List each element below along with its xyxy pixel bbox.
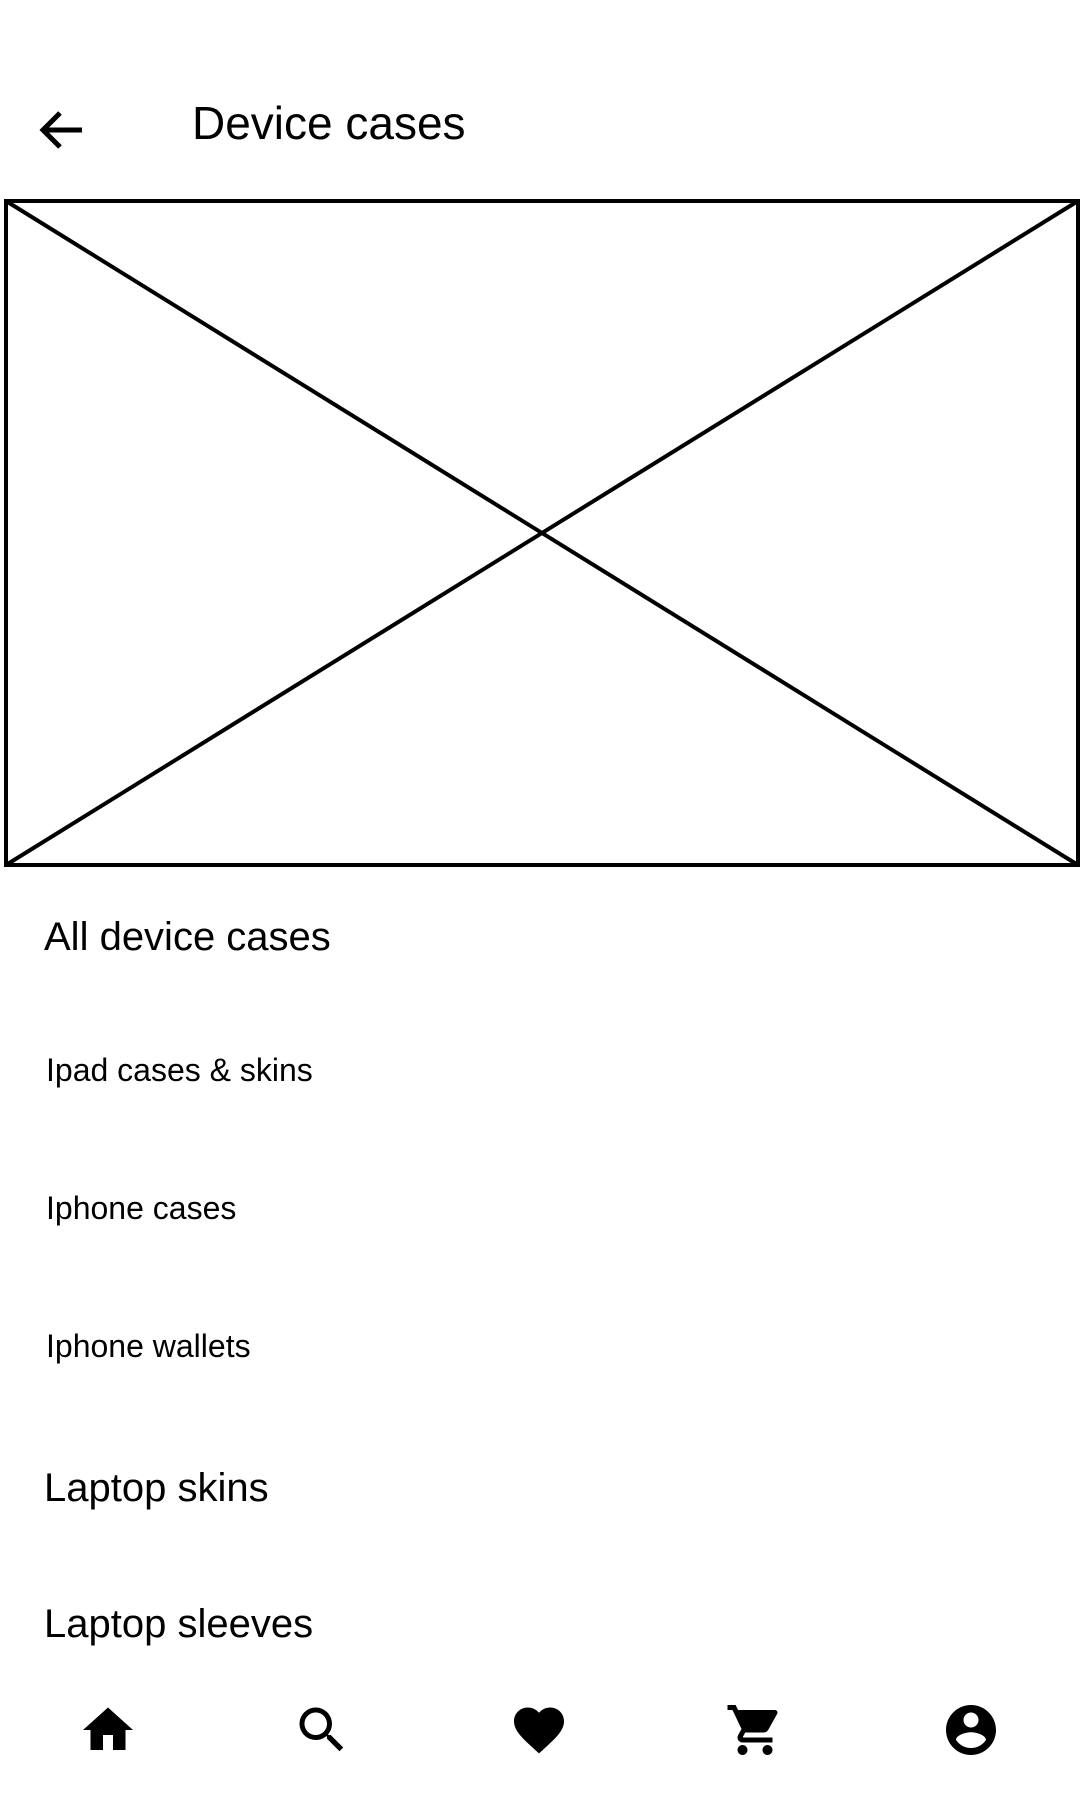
nav-search[interactable]: [272, 1680, 372, 1780]
list-item-ipad-cases-skins[interactable]: Ipad cases & skins: [0, 1045, 1080, 1135]
list-item-label: Ipad cases & skins: [46, 1052, 313, 1088]
account-icon: [946, 1705, 996, 1755]
home-icon: [83, 1707, 133, 1750]
page-title: Device cases: [192, 97, 466, 149]
list-item-label: All device cases: [44, 915, 331, 959]
hero-image-placeholder: [4, 199, 1080, 867]
list-item-iphone-cases[interactable]: Iphone cases: [0, 1183, 1080, 1273]
cart-icon: [727, 1705, 778, 1755]
bottom-navigation: [0, 1680, 1080, 1780]
nav-account[interactable]: [921, 1680, 1021, 1780]
back-button[interactable]: [32, 100, 112, 160]
list-item-laptop-sleeves[interactable]: Laptop sleeves: [0, 1596, 1080, 1686]
nav-favorites[interactable]: [489, 1680, 589, 1780]
list-item-label: Laptop sleeves: [44, 1602, 314, 1646]
list-item-label: Iphone wallets: [46, 1328, 251, 1364]
heart-icon: [514, 1707, 564, 1754]
search-icon: [299, 1707, 344, 1752]
list-item-laptop-skins[interactable]: Laptop skins: [0, 1460, 1080, 1550]
list-item-all-device-cases[interactable]: All device cases: [0, 905, 1080, 995]
list-item-iphone-wallets[interactable]: Iphone wallets: [0, 1321, 1080, 1411]
nav-home[interactable]: [58, 1680, 158, 1780]
list-item-label: Iphone cases: [46, 1190, 237, 1226]
top-app-bar: Device cases: [0, 70, 1080, 185]
arrow-left-icon: [39, 111, 82, 149]
nav-cart[interactable]: [705, 1680, 805, 1780]
list-item-label: Laptop skins: [44, 1466, 269, 1510]
